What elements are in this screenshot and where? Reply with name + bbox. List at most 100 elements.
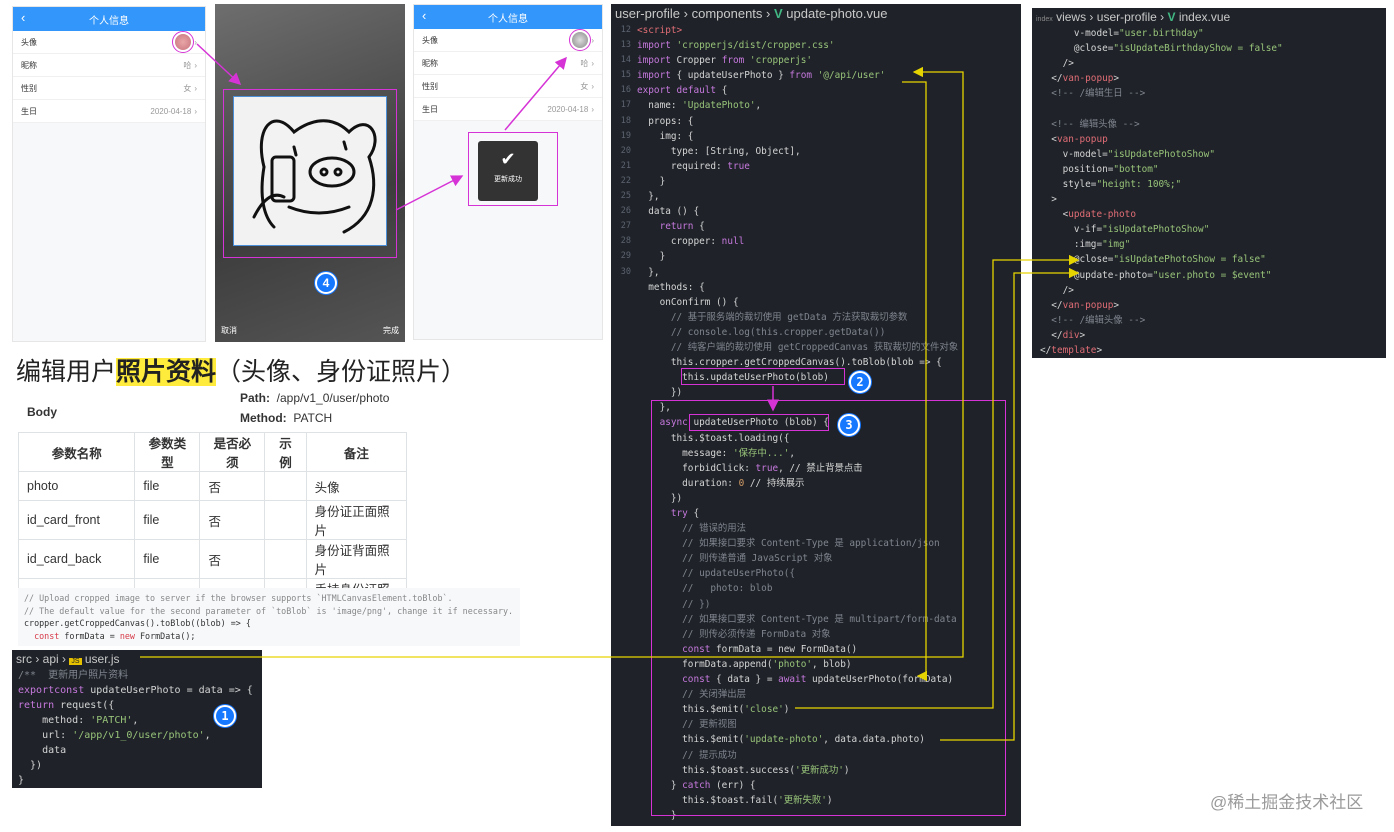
code-line: // 关闭弹出层 — [637, 689, 746, 701]
table-cell: 否 — [199, 500, 266, 540]
row-value: › — [569, 29, 594, 51]
call-highlight-box — [681, 368, 845, 385]
code-line: // 提示成功 — [637, 749, 737, 761]
code-line: style="height: 100%;" — [1040, 178, 1182, 190]
col-header-1: 参数类型 — [134, 432, 201, 472]
col-header-3: 示例 — [264, 432, 307, 472]
code-line — [1040, 101, 1386, 116]
cancel-button[interactable]: 取消 — [221, 326, 237, 335]
chevron-right-icon: › — [591, 35, 594, 45]
method-body-box — [651, 400, 1006, 816]
crumb-user-profile[interactable]: user-profile — [615, 6, 681, 21]
profile-row-0[interactable]: 头像 › — [414, 29, 602, 52]
profile-row-0[interactable]: 头像› — [13, 31, 205, 54]
path-value: /app/v1_0/user/photo — [276, 391, 390, 405]
code-line: <!-- /编辑头像 --> — [1040, 314, 1146, 326]
avatar[interactable] — [569, 29, 592, 51]
profile-row-1[interactable]: 昵称 哈› — [13, 54, 205, 77]
col-header-0: 参数名称 — [17, 432, 136, 472]
code-line: 27 return { — [620, 221, 705, 233]
code-line: </div> — [1040, 329, 1086, 341]
code-line: v-model="isUpdatePhotoShow" — [1040, 148, 1215, 160]
check-icon: ✔ — [500, 149, 516, 169]
back-icon[interactable]: ‹ — [21, 10, 26, 25]
code-line: } catch (err) { — [637, 779, 756, 791]
row-label: 昵称 — [21, 60, 37, 70]
table-cell: file — [134, 500, 201, 540]
code-line: <!-- /编辑生日 --> — [1040, 88, 1146, 100]
crop-highlight-box — [223, 89, 397, 258]
row-value: 2020-04-18› — [150, 106, 197, 116]
code-line: /> — [1040, 284, 1074, 296]
code-line: @update-photo="user.photo = $event" — [1040, 269, 1272, 281]
code-line: method: 'PATCH', — [18, 715, 139, 726]
chevron-right-icon: › — [591, 58, 594, 68]
code-line: <van-popup — [1040, 133, 1108, 145]
method-value: PATCH — [293, 411, 333, 425]
table-cell — [264, 500, 307, 540]
code-line: @close="isUpdateBirthdayShow = false" — [1040, 43, 1283, 55]
code-line: // 纯客户端的裁切使用 getCroppedCanvas 获取裁切的文件对象 — [637, 341, 959, 353]
crumb-file[interactable]: index.vue — [1178, 10, 1231, 24]
crumb-file[interactable]: update-photo.vue — [786, 6, 888, 21]
vue-file-icon: V — [1167, 10, 1176, 24]
snippet-line: const formData = new FormData(); — [34, 630, 196, 641]
profile-row-1[interactable]: 昵称 哈› — [414, 52, 602, 75]
crumb-user-profile[interactable]: user-profile — [1096, 10, 1157, 24]
index-file-icon: index — [1036, 16, 1053, 23]
row-label: 性别 — [422, 81, 438, 91]
back-icon[interactable]: ‹ — [422, 8, 427, 23]
table-cell: id_card_front — [17, 500, 136, 540]
crumb-src[interactable]: src — [16, 652, 32, 666]
code-line: </van-popup> — [1040, 299, 1120, 311]
chevron-right-icon: › — [194, 60, 197, 70]
table-cell: 身份证正面照片 — [305, 500, 408, 540]
nav-title: 个人信息 — [488, 13, 528, 25]
heading-pre: 编辑用户 — [16, 358, 117, 386]
breadcrumb: index views › user-profile › V index.vue — [1036, 10, 1231, 24]
table-cell: 头像 — [305, 471, 408, 501]
code-line: // 更新视图 — [637, 719, 737, 731]
code-line: /> — [1040, 58, 1074, 70]
code-line: this.$toast.success('更新成功') — [637, 764, 850, 776]
avatar[interactable] — [172, 31, 195, 53]
row-value: 女› — [183, 83, 197, 93]
code-line: 26 data () { — [620, 206, 700, 218]
done-button[interactable]: 完成 — [383, 326, 399, 335]
heading-highlight: 照片资料 — [116, 358, 217, 386]
profile-row-2[interactable]: 性别 女› — [414, 75, 602, 98]
code-line: 12<script> — [620, 25, 683, 36]
crumb-file[interactable]: user.js — [84, 652, 120, 666]
chevron-right-icon: › — [194, 106, 197, 116]
profile-row-2[interactable]: 性别女› — [13, 77, 205, 100]
code-line: // console.log(this.cropper.getData()) — [637, 326, 886, 338]
nav-bar: ‹ 个人信息 — [414, 5, 602, 29]
crumb-views[interactable]: views — [1056, 10, 1087, 24]
code-line: return request({ — [18, 700, 115, 711]
step-badge-4: 4 — [315, 272, 337, 294]
table-cell: file — [134, 471, 201, 501]
row-value: 女› — [580, 81, 594, 91]
row-value: › — [172, 31, 197, 53]
row-value: 哈› — [580, 58, 594, 68]
code-line: v-model="user.birthday" — [1040, 28, 1204, 39]
row-value: 哈› — [183, 60, 197, 70]
crumb-components[interactable]: components — [691, 6, 763, 21]
success-toast: ✔ 更新成功 — [478, 141, 538, 201]
col-header-4: 备注 — [305, 432, 408, 472]
code-line: <!-- 编辑头像 --> — [1040, 118, 1140, 130]
code-line: 29 } — [620, 251, 666, 263]
table-cell: file — [134, 539, 201, 579]
code-line: 28 cropper: null — [620, 236, 745, 248]
row-label: 昵称 — [422, 58, 438, 68]
chevron-right-icon: › — [591, 81, 594, 91]
row-label: 头像 — [422, 35, 438, 45]
crumb-api[interactable]: api — [42, 652, 59, 666]
nav-bar: ‹ 个人信息 — [13, 7, 205, 31]
